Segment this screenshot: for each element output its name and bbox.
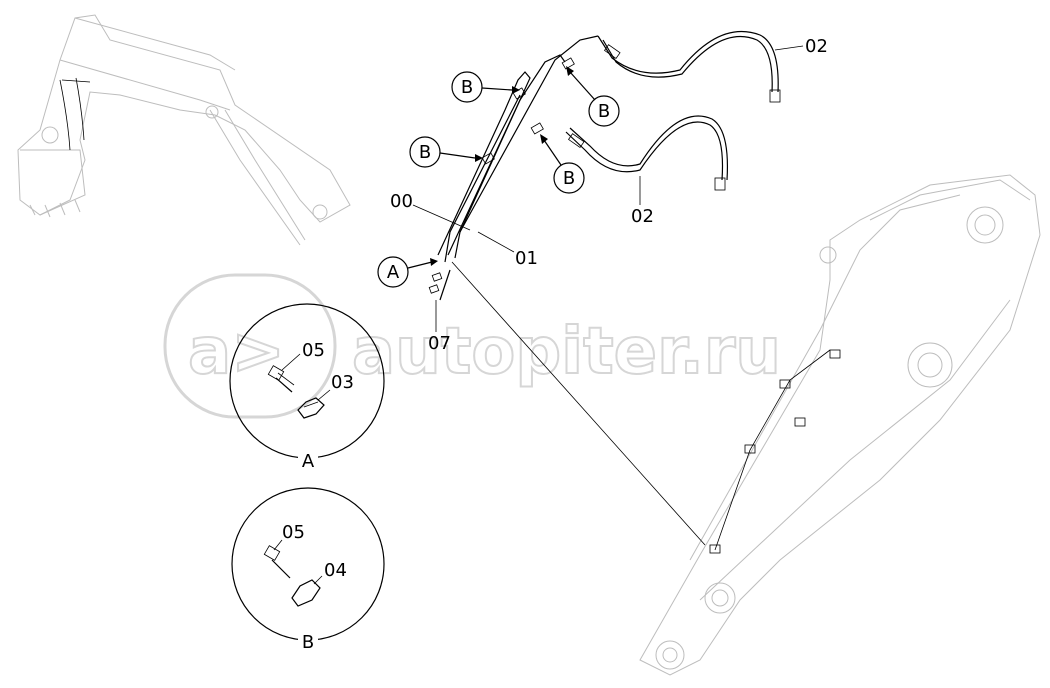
svg-text:02: 02 — [631, 206, 654, 227]
detail-b-label-04: 04 — [324, 560, 347, 581]
svg-text:07: 07 — [428, 333, 451, 354]
hose-upper — [597, 31, 781, 103]
callout-b-3: B — [409, 136, 483, 168]
callout-b-1: B — [451, 71, 520, 103]
callout-b-2: B — [566, 66, 620, 127]
detail-b: 05 04 B — [231, 487, 385, 653]
watermark: a> autopiter.ru — [163, 273, 782, 419]
hose-lower — [565, 115, 729, 191]
detail-a-title: A — [302, 451, 315, 472]
part-label-01: 01 — [477, 231, 538, 269]
callout-a: A — [377, 256, 438, 288]
watermark-text: autopiter.ru — [352, 315, 781, 389]
part-label-02-lower: 02 — [631, 176, 654, 227]
svg-text:02: 02 — [805, 36, 828, 57]
part-label-02-upper: 02 — [774, 36, 828, 57]
svg-text:B: B — [563, 168, 575, 189]
svg-text:01: 01 — [515, 248, 538, 269]
detail-a-label-03: 03 — [331, 372, 354, 393]
svg-text:B: B — [598, 101, 610, 122]
excavator-overview-illustration — [17, 14, 351, 246]
leader-line — [451, 261, 706, 546]
watermark-logo: a> — [188, 315, 285, 389]
svg-text:A: A — [387, 262, 400, 283]
svg-text:00: 00 — [390, 191, 413, 212]
detail-a-label-05: 05 — [302, 340, 325, 361]
part-label-07: 07 — [428, 300, 451, 354]
detail-b-label-05: 05 — [282, 522, 305, 543]
svg-text:B: B — [419, 142, 431, 163]
detail-b-title: B — [302, 632, 314, 653]
svg-text:B: B — [461, 77, 473, 98]
part-label-00: 00 — [390, 191, 471, 231]
detail-a: 05 03 A — [229, 303, 385, 472]
boom-illustration — [639, 174, 1041, 676]
callout-b-4: B — [540, 134, 585, 194]
